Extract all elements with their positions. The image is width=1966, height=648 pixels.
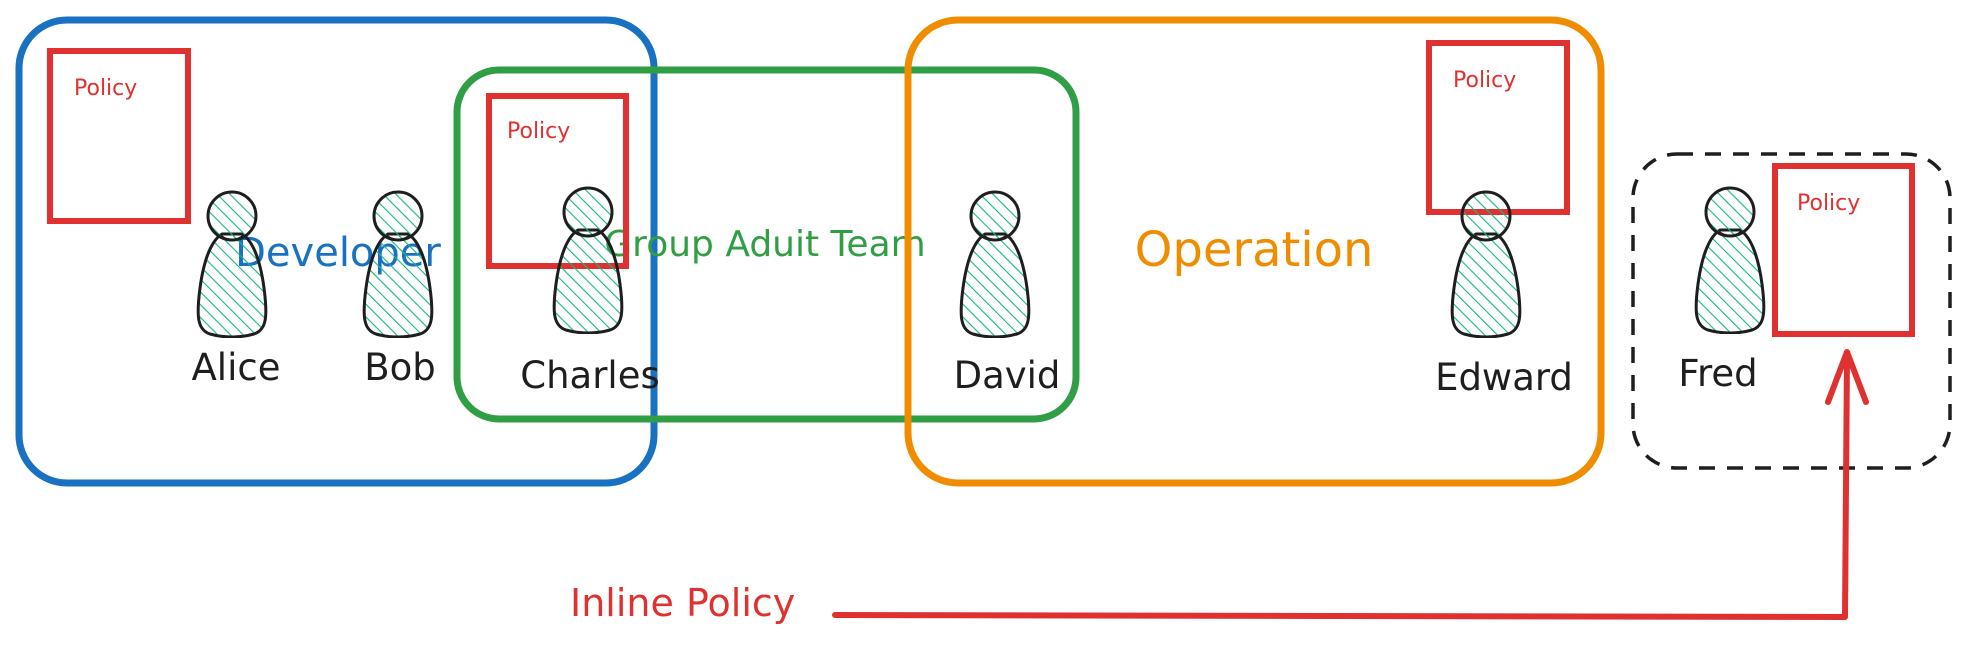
operation-group: Operation	[904, 16, 1605, 487]
person-fred: Fred	[1678, 186, 1766, 395]
fred-inline-policy: Policy	[1772, 163, 1915, 337]
person-fred-name: Fred	[1678, 352, 1757, 395]
person-edward-icon	[1450, 190, 1522, 338]
inline-policy-arrow	[832, 349, 1869, 620]
person-charles: Charles	[520, 186, 660, 397]
person-fred-icon	[1694, 186, 1766, 334]
person-david-name: David	[954, 354, 1061, 397]
operation-group-box	[904, 16, 1605, 487]
inline-policy-label: Inline Policy	[570, 581, 795, 625]
person-alice: Alice	[192, 190, 281, 389]
audit-team-group-box	[453, 66, 1080, 423]
developer-policy-box	[47, 48, 191, 224]
person-charles-name: Charles	[520, 354, 660, 397]
audit-policy-box	[486, 93, 629, 269]
inline-policy-arrow-head	[1825, 349, 1869, 405]
fred-policy-label: Policy	[1797, 191, 1860, 216]
operation-policy: Policy	[1426, 40, 1570, 215]
person-alice-name: Alice	[192, 346, 281, 389]
person-david-icon	[959, 190, 1031, 338]
developer-group-box	[15, 16, 658, 487]
developer-policy: Policy	[47, 48, 191, 224]
operation-group-label: Operation	[1135, 222, 1374, 278]
audit-policy: Policy	[486, 93, 629, 269]
person-alice-icon	[196, 190, 268, 338]
person-edward: Edward	[1435, 190, 1573, 399]
fred-user-box	[1631, 152, 1952, 470]
fred-policy-box	[1772, 163, 1915, 337]
person-bob-name: Bob	[364, 346, 436, 389]
inline-policy-arrow-line	[832, 352, 1850, 620]
developer-policy-label: Policy	[74, 76, 137, 101]
operation-policy-label: Policy	[1453, 68, 1516, 93]
audit-policy-label: Policy	[507, 119, 570, 144]
person-david: David	[954, 190, 1061, 397]
person-bob-icon	[362, 190, 434, 338]
person-edward-name: Edward	[1435, 356, 1573, 399]
person-bob: Bob	[362, 190, 436, 389]
person-charles-icon	[552, 186, 624, 334]
audit-team-group-label: Group Aduit Team	[604, 224, 925, 265]
audit-team-group: Group Aduit Team	[453, 66, 1080, 423]
